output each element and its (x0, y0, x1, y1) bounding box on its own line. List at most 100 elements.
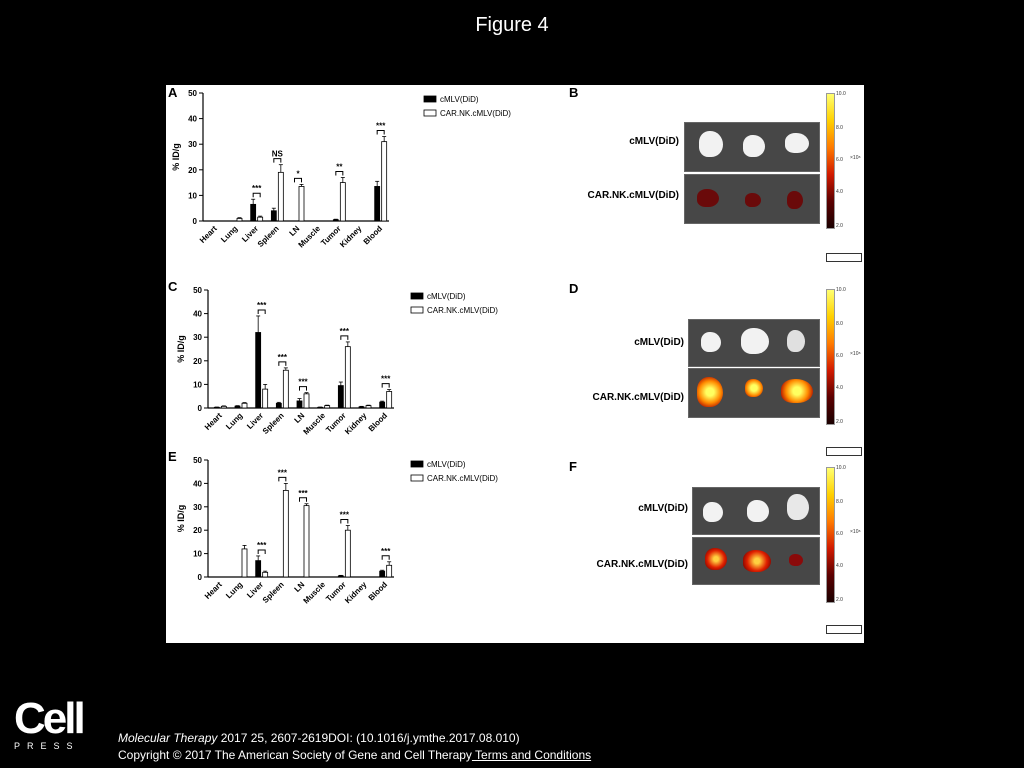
copyright-text: Copyright © 2017 The American Society of… (118, 748, 472, 762)
bar (220, 405, 227, 409)
bar (337, 385, 344, 409)
x-tick-label: LN (293, 411, 307, 425)
legend-swatch (410, 292, 424, 300)
copyright-line: Copyright © 2017 The American Society of… (118, 748, 591, 762)
bar (374, 186, 381, 222)
x-tick-label: Kidney (343, 411, 369, 437)
bar (262, 388, 269, 409)
legend-swatch (410, 474, 424, 482)
ivis-tile (688, 368, 820, 418)
significance-label: *** (298, 489, 308, 498)
x-tick-label: Muscle (302, 411, 328, 437)
bar (344, 346, 351, 409)
x-tick-label: Heart (203, 411, 224, 432)
significance-bracket (252, 192, 261, 198)
cell-press-logo: Cell PRESS (14, 697, 86, 752)
x-tick-label: Blood (367, 411, 389, 433)
legend-swatch (410, 306, 424, 314)
y-axis-label: % ID/g (176, 505, 186, 533)
legend-swatch (423, 109, 437, 117)
bar (255, 332, 262, 409)
x-tick-label: Spleen (256, 224, 281, 249)
x-tick-label: Spleen (261, 411, 286, 436)
ivis-tile (688, 319, 820, 367)
legend-label: CAR.NK.cMLV(DiD) (440, 109, 511, 118)
bar (236, 218, 243, 222)
y-tick-label: 50 (188, 89, 197, 98)
y-tick-label: 20 (193, 357, 202, 366)
significance-bracket (335, 170, 344, 176)
bar (324, 405, 331, 409)
y-tick-label: 10 (193, 550, 202, 559)
image-row-label: CAR.NK.cMLV(DiD) (587, 190, 679, 201)
y-tick-label: 40 (193, 479, 202, 488)
x-tick-label: Kidney (338, 224, 364, 250)
significance-bracket (381, 555, 390, 560)
bar (379, 401, 386, 409)
ivis-tile (692, 487, 820, 535)
y-tick-label: 30 (193, 333, 202, 342)
legend-swatch (423, 95, 437, 103)
citation: Molecular Therapy 2017 25, 2607-2619DOI:… (118, 731, 520, 745)
bar (298, 186, 305, 222)
ivis-tile (692, 537, 820, 585)
significance-label: *** (376, 122, 386, 131)
image-row-label: cMLV(DiD) (634, 337, 684, 348)
significance-bracket (376, 130, 385, 135)
y-tick-label: 30 (193, 503, 202, 512)
significance-label: * (296, 169, 300, 178)
image-row-label: cMLV(DiD) (629, 136, 679, 147)
y-tick-label: 20 (193, 526, 202, 535)
bar (241, 402, 248, 409)
bar (337, 575, 344, 578)
significance-bracket (257, 309, 266, 314)
significance-label: ** (336, 162, 343, 171)
significance-bracket (299, 497, 307, 502)
significance-label: *** (381, 547, 391, 556)
x-tick-label: Lung (224, 411, 244, 431)
legend-label: cMLV(DiD) (440, 95, 479, 104)
significance-label: *** (298, 378, 308, 387)
bar (381, 141, 388, 222)
y-tick-label: 10 (188, 191, 197, 200)
y-tick-label: 20 (188, 166, 197, 175)
significance-label: *** (278, 468, 288, 477)
x-tick-label: LN (288, 224, 302, 238)
significance-bracket (299, 386, 307, 391)
y-axis-label: % ID/g (171, 143, 181, 171)
slide-title: Figure 4 (475, 14, 549, 36)
significance-label: *** (257, 301, 267, 310)
journal-name: Molecular Therapy (118, 731, 218, 745)
bar (282, 369, 289, 409)
panel-label-c: C (168, 279, 178, 294)
x-tick-label: Heart (203, 580, 224, 601)
bar (339, 182, 346, 222)
bar (386, 564, 393, 578)
image-row-label: CAR.NK.cMLV(DiD) (592, 392, 684, 403)
bar (344, 529, 351, 578)
bar (250, 203, 257, 222)
bar (257, 216, 264, 222)
x-tick-label: Kidney (343, 580, 369, 606)
bar (296, 400, 303, 409)
x-tick-label: Lung (219, 224, 239, 244)
bar (386, 391, 393, 409)
terms-link[interactable]: Terms and Conditions (471, 748, 592, 762)
legend-label: CAR.NK.cMLV(DiD) (427, 306, 498, 315)
x-tick-label: LN (293, 580, 307, 594)
bar (262, 571, 269, 578)
significance-bracket (294, 177, 302, 183)
y-tick-label: 0 (198, 404, 203, 413)
bar (379, 570, 386, 578)
significance-bracket (278, 361, 287, 366)
panel-label-d: D (569, 281, 579, 296)
panel-label-a: A (168, 85, 178, 100)
x-tick-label: Muscle (302, 580, 328, 606)
y-tick-label: 50 (193, 456, 202, 465)
significance-label: *** (257, 541, 267, 550)
